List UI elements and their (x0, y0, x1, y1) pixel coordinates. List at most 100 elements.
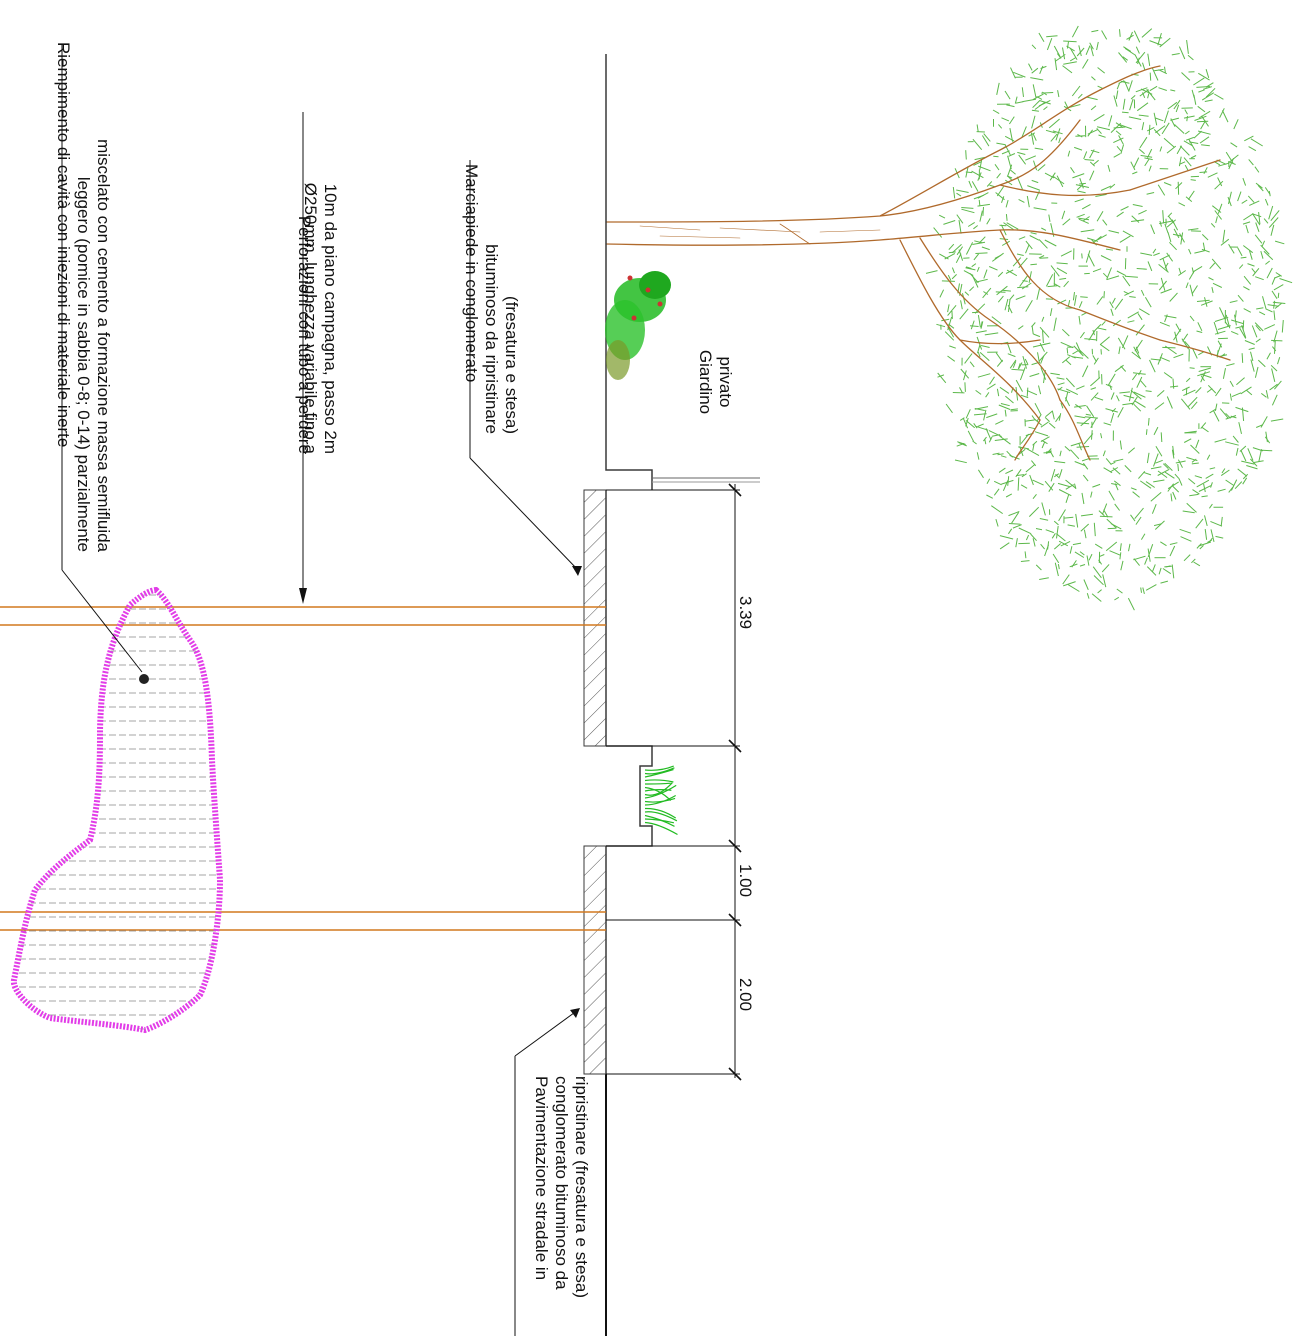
leaf-stroke (1158, 264, 1169, 273)
leaf-stroke (948, 243, 955, 250)
leaf-stroke (1067, 584, 1080, 592)
leaf-stroke (983, 269, 988, 279)
leaf-stroke (1131, 215, 1140, 223)
leaf-stroke (1053, 543, 1062, 550)
leaf-stroke (965, 242, 974, 255)
leaf-stroke (1144, 557, 1148, 565)
leaf-stroke (1153, 426, 1159, 436)
leaf-stroke (1057, 299, 1067, 305)
leaf-stroke (956, 192, 962, 197)
leaf-stroke (1105, 408, 1118, 413)
leaf-stroke (1209, 262, 1216, 270)
leaf-stroke (1235, 325, 1245, 329)
leaf-stroke (1157, 470, 1168, 479)
leaf-stroke (1171, 485, 1180, 493)
leaf-stroke (1000, 403, 1010, 407)
leaf-stroke (1134, 339, 1143, 352)
leaf-stroke (1204, 99, 1213, 102)
leaf-stroke (1163, 372, 1173, 379)
leaf-stroke (1255, 324, 1261, 332)
leaf-stroke (1067, 354, 1076, 359)
leaf-stroke (1170, 118, 1176, 127)
leaf-stroke (1011, 368, 1025, 371)
leaf-stroke (1153, 112, 1158, 126)
leaf-stroke (1148, 165, 1152, 172)
leaf-stroke (1074, 295, 1077, 306)
leaf-stroke (1150, 466, 1162, 470)
leaf-stroke (1116, 211, 1124, 218)
leaf-stroke (986, 413, 998, 419)
leaf-stroke (1034, 418, 1043, 426)
leaf-stroke (1164, 314, 1168, 323)
leaf-stroke (1004, 90, 1011, 100)
leaf-stroke (977, 345, 981, 354)
leaf-stroke (1138, 209, 1147, 215)
leaf-stroke (1158, 280, 1167, 291)
leaf-stroke (1154, 402, 1165, 410)
leaf-stroke (1184, 130, 1190, 135)
leaf-stroke (1241, 199, 1248, 204)
leaf-stroke (981, 246, 990, 251)
leaf-stroke (1185, 377, 1191, 383)
leaf-stroke (1048, 118, 1060, 129)
leaf-stroke (1072, 173, 1085, 179)
leaf-stroke (1069, 563, 1078, 568)
leaf-stroke (1021, 87, 1024, 97)
leaf-stroke (1040, 355, 1045, 364)
leaf-stroke (1160, 288, 1172, 294)
leaf-stroke (1059, 277, 1067, 280)
leaf-stroke (1256, 424, 1264, 428)
leaf-stroke (1017, 151, 1026, 155)
leaf-stroke (1031, 179, 1039, 184)
road-paving-layer (583, 845, 607, 1075)
leaf-stroke (1177, 459, 1183, 468)
leaf-stroke (1098, 510, 1105, 517)
leaf-stroke (1074, 405, 1086, 408)
leaf-stroke (978, 199, 981, 207)
leaf-stroke (1085, 413, 1091, 416)
leaf-stroke (965, 150, 967, 160)
leaf-stroke (1140, 533, 1146, 540)
grass-blade (644, 765, 674, 771)
marciapiede-line-3: (fresatura e stesa) (502, 296, 521, 434)
leaf-stroke (1255, 338, 1261, 343)
leaf-stroke (972, 275, 979, 288)
label-marciapiede: Marciapiede in conglomerato bituminoso d… (462, 164, 521, 434)
leaf-stroke (1172, 491, 1177, 500)
leaf-stroke (1132, 171, 1138, 175)
leaf-stroke (1010, 169, 1016, 175)
leaf-stroke (1064, 446, 1071, 452)
leaf-stroke (977, 469, 984, 479)
leaf-stroke (1149, 40, 1163, 46)
leaf-stroke (974, 240, 983, 244)
leaf-stroke (1109, 550, 1121, 556)
leaf-stroke (1142, 587, 1145, 595)
leaf-stroke (1041, 227, 1047, 231)
leaf-stroke (1032, 100, 1041, 109)
leaf-stroke (1218, 162, 1229, 167)
leaf-stroke (1055, 415, 1061, 423)
leaf-stroke (1133, 391, 1146, 398)
leaf-stroke (1229, 380, 1234, 387)
leaf-stroke (1135, 324, 1145, 336)
leaf-stroke (947, 304, 957, 316)
leaf-stroke (1100, 185, 1112, 191)
leaf-stroke (1070, 449, 1080, 460)
leaf-stroke (1129, 98, 1134, 111)
leaf-stroke (1047, 285, 1058, 288)
leaf-stroke (1191, 462, 1199, 465)
leaf-stroke (1270, 224, 1275, 236)
leaf-stroke (995, 518, 999, 527)
leaf-stroke (1145, 481, 1155, 488)
leaf-stroke (1082, 365, 1089, 378)
leaf-stroke (1052, 130, 1063, 135)
leaf-stroke (1159, 37, 1171, 48)
leaf-stroke (1018, 362, 1023, 369)
leaf-stroke (1018, 446, 1029, 450)
leaf-stroke (1203, 483, 1206, 493)
leaf-stroke (1054, 58, 1058, 71)
perforazioni-line-3: 10m da piano campagna, passo 2m (321, 184, 340, 454)
leaf-stroke (1063, 280, 1069, 288)
leaf-stroke (1270, 210, 1280, 222)
leaf-stroke (1111, 297, 1116, 304)
